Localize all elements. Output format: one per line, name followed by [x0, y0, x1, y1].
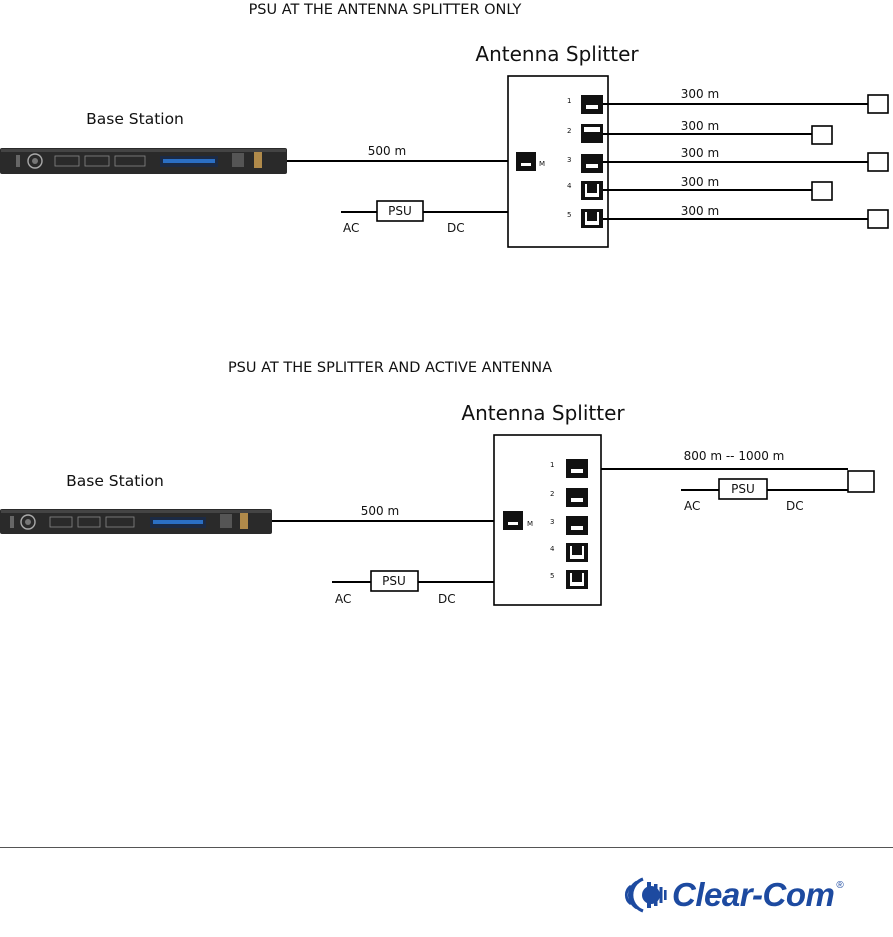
diagram2-port [566, 516, 588, 535]
diagram2-antenna-dc-label: DC [786, 499, 804, 513]
diagram1-port-label: 4 [567, 182, 572, 190]
antenna-box [812, 182, 832, 200]
diagram1-cable-label: 300 m [681, 175, 719, 189]
diagram2-port-label: 4 [550, 545, 555, 553]
diagram1-psu: PSU AC DC [341, 201, 508, 235]
diagram1-port [581, 124, 603, 143]
diagram2-title: PSU AT THE SPLITTER AND ACTIVE ANTENNA [228, 360, 552, 376]
diagram2-port-label: 1 [550, 461, 554, 469]
footer-divider [0, 847, 893, 848]
logo-text: Clear-Com [672, 876, 834, 914]
diagram-psu-at-splitter-only: PSU AT THE ANTENNA SPLITTER ONLY Antenna… [0, 2, 888, 247]
diagram1-base-cable-label: 500 m [368, 144, 406, 158]
diagram2-antenna-ac-label: AC [684, 499, 700, 513]
diagram1-cable-label: 300 m [681, 87, 719, 101]
diagram1-base-station-unit [0, 148, 287, 174]
diagram2-antenna-cable-label: 800 m -- 1000 m [684, 449, 785, 463]
diagram2-port-label: 3 [550, 518, 554, 526]
diagram1-master-port-label: M [539, 160, 545, 168]
diagram1-title: PSU AT THE ANTENNA SPLITTER ONLY [249, 2, 522, 18]
diagram1-base-station-label: Base Station [86, 110, 184, 128]
clear-com-logo: Clear-Com ® [626, 872, 886, 918]
diagram1-port-label: 5 [567, 211, 571, 219]
diagram2-port-label: 5 [550, 572, 554, 580]
diagram2-master-port [503, 511, 523, 530]
diagram1-cable-label: 300 m [681, 204, 719, 218]
diagram2-master-port-label: M [527, 520, 533, 528]
diagram2-port [566, 459, 588, 478]
diagram1-ac-label: AC [343, 221, 359, 235]
diagram2-antenna-psu-label: PSU [731, 482, 755, 496]
diagram2-splitter-dc-label: DC [438, 592, 456, 606]
diagram2-splitter-psu-label: PSU [382, 574, 406, 588]
diagram2-splitter-ac-label: AC [335, 592, 351, 606]
diagram1-master-port [516, 152, 536, 171]
diagram1-port-label: 3 [567, 156, 571, 164]
diagram1-cable-label: 300 m [681, 146, 719, 160]
diagram2-base-station-label: Base Station [66, 472, 164, 490]
diagram2-base-cable-label: 500 m [361, 504, 399, 518]
diagram1-port-label: 1 [567, 97, 571, 105]
diagram1-port [581, 95, 603, 114]
diagram2-port [566, 488, 588, 507]
active-antenna-box [848, 471, 874, 492]
antenna-box [868, 95, 888, 113]
antenna-box [812, 126, 832, 144]
diagram1-dc-label: DC [447, 221, 465, 235]
diagram-psu-at-splitter-and-active-antenna: PSU AT THE SPLITTER AND ACTIVE ANTENNA A… [0, 360, 874, 606]
diagram1-splitter-label: Antenna Splitter [475, 42, 639, 66]
diagram2-splitter-label: Antenna Splitter [461, 401, 625, 425]
diagram1-port-label: 2 [567, 127, 571, 135]
diagram2-splitter-psu: PSU AC DC [332, 571, 494, 606]
diagram1-cable-label: 300 m [681, 119, 719, 133]
diagram2-antenna-psu: PSU AC DC [681, 479, 848, 513]
antenna-box [868, 210, 888, 228]
diagram1-port [581, 154, 603, 173]
logo-registered-mark: ® [836, 880, 843, 891]
antenna-box [868, 153, 888, 171]
diagram1-psu-label: PSU [388, 204, 412, 218]
diagram2-port-label: 2 [550, 490, 554, 498]
diagram1-antenna-cables: 300 m 300 m 300 m 300 m 300 m [603, 87, 888, 228]
diagram2-base-station-unit [0, 509, 272, 534]
